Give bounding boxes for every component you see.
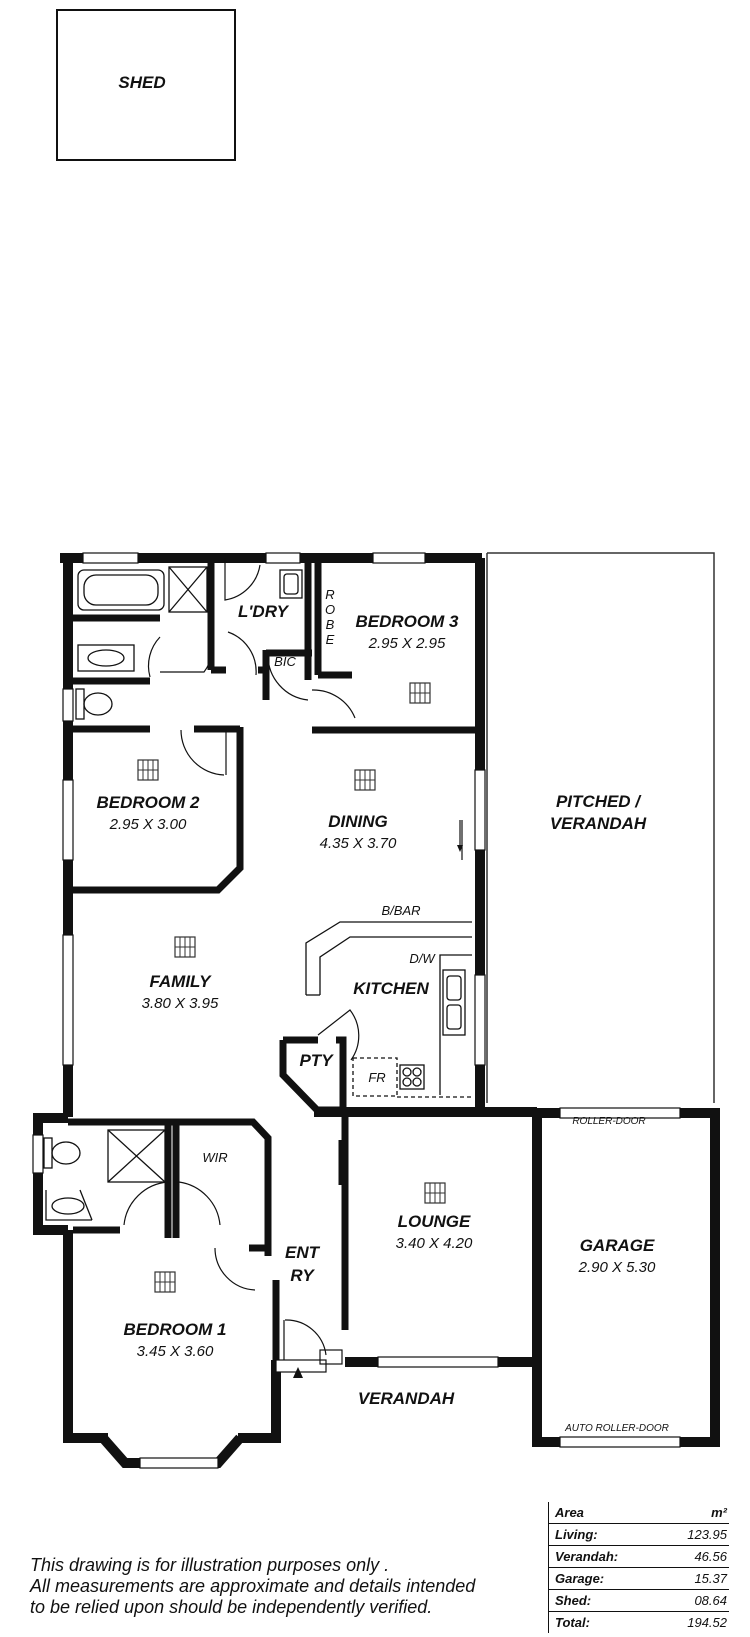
fixtures <box>43 566 472 1221</box>
light-icon <box>409 682 431 704</box>
kitchen-label: KITCHEN <box>353 979 429 998</box>
wir-label: WIR <box>202 1150 227 1165</box>
pitched-verandah-area <box>486 552 715 1103</box>
bedroom2-dims: 2.95 X 3.00 <box>109 816 187 833</box>
windows <box>32 552 681 1469</box>
area-row: Garage: 15.37 <box>549 1568 729 1590</box>
area-row-label: Verandah: <box>555 1549 619 1564</box>
lounge-name: LOUNGE <box>398 1212 471 1231</box>
area-row: Shed: 08.64 <box>549 1590 729 1612</box>
pitched-verandah-label: VERANDAH <box>550 814 647 833</box>
area-row-label: Shed: <box>555 1593 592 1608</box>
robe-letter: B <box>326 617 335 632</box>
area-row-value: 46.56 <box>694 1549 727 1564</box>
entry-label: ENT <box>285 1243 321 1262</box>
sliding-door-arrow-icon <box>457 820 463 852</box>
light-icon <box>174 936 196 958</box>
verandah-label: VERANDAH <box>358 1389 455 1408</box>
area-row-value: 123.95 <box>687 1527 727 1542</box>
area-table-header: Area m² <box>549 1502 729 1524</box>
area-header-unit: m² <box>711 1505 727 1520</box>
entry-arrow-icon <box>293 1367 303 1378</box>
shed <box>56 9 236 161</box>
shed-label: SHED <box>118 73 165 92</box>
disclaimer-line: All measurements are approximate and det… <box>30 1576 476 1596</box>
area-row-value: 194.52 <box>687 1615 727 1630</box>
lounge-dims: 3.40 X 4.20 <box>396 1235 473 1252</box>
bedroom2-name: BEDROOM 2 <box>97 793 201 812</box>
garage-dims: 2.90 X 5.30 <box>578 1259 656 1276</box>
dining-name: DINING <box>328 812 388 831</box>
robe-letter: O <box>325 602 335 617</box>
auto-roller-door-label: AUTO ROLLER-DOOR <box>564 1423 669 1434</box>
family-name: FAMILY <box>149 972 212 991</box>
robe-letter: E <box>326 632 335 647</box>
light-icon <box>154 1271 176 1293</box>
robe-letter: R <box>325 587 334 602</box>
interior-walls <box>68 560 484 1380</box>
area-row-label: Total: <box>555 1615 590 1630</box>
roller-door-label: ROLLER-DOOR <box>572 1116 645 1127</box>
light-icon <box>137 759 159 781</box>
area-row-value: 08.64 <box>694 1593 727 1608</box>
pitched-verandah-label: PITCHED / <box>556 792 642 811</box>
disclaimer-line: This drawing is for illustration purpose… <box>30 1555 390 1575</box>
area-row-label: Living: <box>555 1527 598 1542</box>
area-row-total: Total: 194.52 <box>549 1612 729 1633</box>
bic-label: BIC <box>274 654 296 669</box>
dining-dims: 4.35 X 3.70 <box>320 835 397 852</box>
area-row-label: Garage: <box>555 1571 605 1586</box>
fridge-label: FR <box>368 1070 385 1085</box>
disclaimer: This drawing is for illustration purpose… <box>30 1555 520 1618</box>
bedroom3-name: BEDROOM 3 <box>356 612 460 631</box>
area-row: Verandah: 46.56 <box>549 1546 729 1568</box>
light-icon <box>354 769 376 791</box>
pantry-label: PTY <box>299 1051 334 1070</box>
dishwasher-label: D/W <box>409 951 436 966</box>
entry-label: RY <box>290 1266 315 1285</box>
disclaimer-line: to be relied upon should be independentl… <box>30 1597 433 1617</box>
breakfast-bar-label: B/BAR <box>381 903 420 918</box>
area-header-label: Area <box>555 1505 584 1520</box>
family-dims: 3.80 X 3.95 <box>142 995 219 1012</box>
bedroom1-name: BEDROOM 1 <box>124 1320 227 1339</box>
doors <box>123 558 463 1373</box>
bedroom1-dims: 3.45 X 3.60 <box>137 1343 214 1360</box>
area-row: Living: 123.95 <box>549 1524 729 1546</box>
light-icon <box>424 1182 446 1204</box>
bedroom3-dims: 2.95 X 2.95 <box>368 635 446 652</box>
area-row-value: 15.37 <box>694 1571 727 1586</box>
laundry-label: L'DRY <box>238 602 290 621</box>
area-table: Area m² Living: 123.95 Verandah: 46.56 G… <box>548 1502 729 1633</box>
garage-name: GARAGE <box>580 1236 655 1255</box>
